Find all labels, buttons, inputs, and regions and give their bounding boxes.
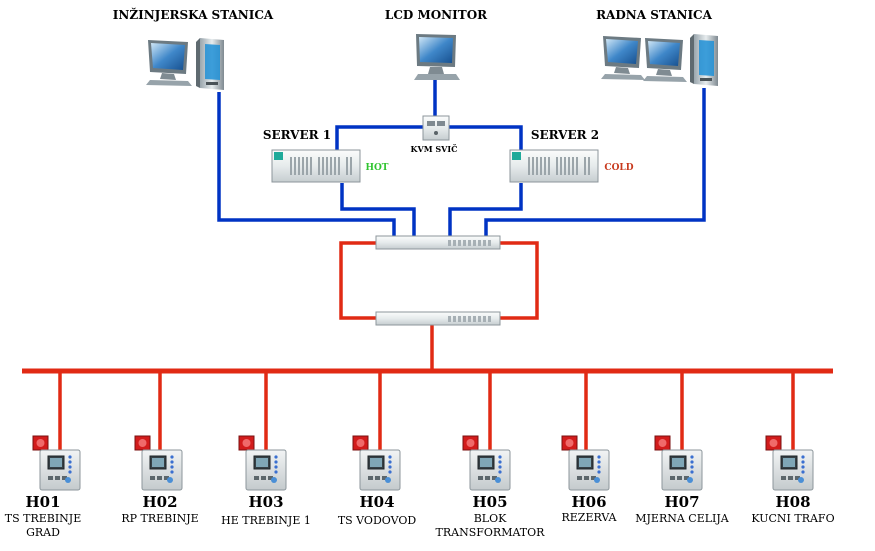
protection-relay-icon [568,449,610,491]
monitor-icon [643,38,687,82]
computer-tower-icon [690,34,718,86]
node-id-label: H08 [775,493,810,511]
kvm-switch-icon [422,115,450,141]
server-rack-icon [271,149,361,183]
monitor-icon [601,36,645,80]
server-rack-icon [509,149,599,183]
node-id-label: H01 [25,493,60,511]
network-switch-lower [375,311,501,326]
network-switch-upper [375,235,501,250]
server-1: SERVER 1 HOT [263,128,389,183]
ring-right [498,241,539,320]
node-id-label: H04 [359,493,394,511]
alarm-indicator-icon [561,435,578,451]
alarm-indicator-icon [32,435,49,451]
node-id-label: H03 [248,493,283,511]
kvm-switch-label: KVM SVIČ [411,144,458,154]
red-network-lines [22,241,833,374]
server-2-label: SERVER 2 [531,128,599,142]
node-description: TS VODOVOD [338,514,417,527]
node-description: MJERNA CELIJA [635,512,730,525]
engineering-station [146,38,224,90]
work-station [601,34,718,86]
alarm-indicator-icon [654,435,671,451]
node-description: REZERVA [561,511,617,524]
node-description: HE TREBINJE 1 [221,514,311,527]
protection-relay-icon [359,449,401,491]
protection-relay-icon [469,449,511,491]
node-description-line2: TRANSFORMATOR [436,526,546,539]
node-id-label: H05 [472,493,507,511]
engineering-station-label: INŽINJERSKA STANICA [113,7,274,22]
node-id-label: H07 [664,493,699,511]
blue-network-lines [217,80,706,240]
line-server1-to-switch [340,183,416,240]
alarm-indicator-icon [462,435,479,451]
node-id-label: H02 [142,493,177,511]
protection-relay-icon [141,449,183,491]
monitor-icon [414,34,460,80]
server-2: SERVER 2 COLD [509,128,634,183]
alarm-indicator-icon [134,435,151,451]
work-station-label: RADNA STANICA [596,8,713,22]
line-server2-to-switch [448,183,523,240]
ring-left [339,241,378,320]
lcd-monitor-label: LCD MONITOR [385,8,488,22]
kvm-switch: KVM SVIČ [411,115,458,154]
node-description: KUCNI TRAFO [751,512,834,525]
protection-relay-icon [661,449,703,491]
field-node-h03: H03 HE TREBINJE 1 [221,371,311,527]
field-node-h04: H04 TS VODOVOD [338,371,417,527]
node-description: TS TREBINJE [5,512,82,525]
protection-relay-icon [39,449,81,491]
protection-relay-icon [772,449,814,491]
alarm-indicator-icon [238,435,255,451]
node-id-label: H06 [571,493,606,511]
server-2-status: COLD [604,163,633,173]
server-1-label: SERVER 1 [263,128,331,142]
monitor-icon [146,40,192,86]
computer-tower-icon [196,38,224,90]
node-description: RP TREBINJE [121,512,198,525]
protection-relay-icon [245,449,287,491]
lcd-monitor [414,34,460,80]
line-work-to-switch [484,88,706,240]
line-eng-to-switch [217,92,396,240]
alarm-indicator-icon [352,435,369,451]
server-1-status: HOT [365,163,388,173]
line-server1-to-kvm [335,125,423,150]
node-description: BLOK [474,512,507,525]
alarm-indicator-icon [765,435,782,451]
line-kvm-to-server2 [449,125,523,150]
node-description-line2: GRAD [26,526,60,539]
